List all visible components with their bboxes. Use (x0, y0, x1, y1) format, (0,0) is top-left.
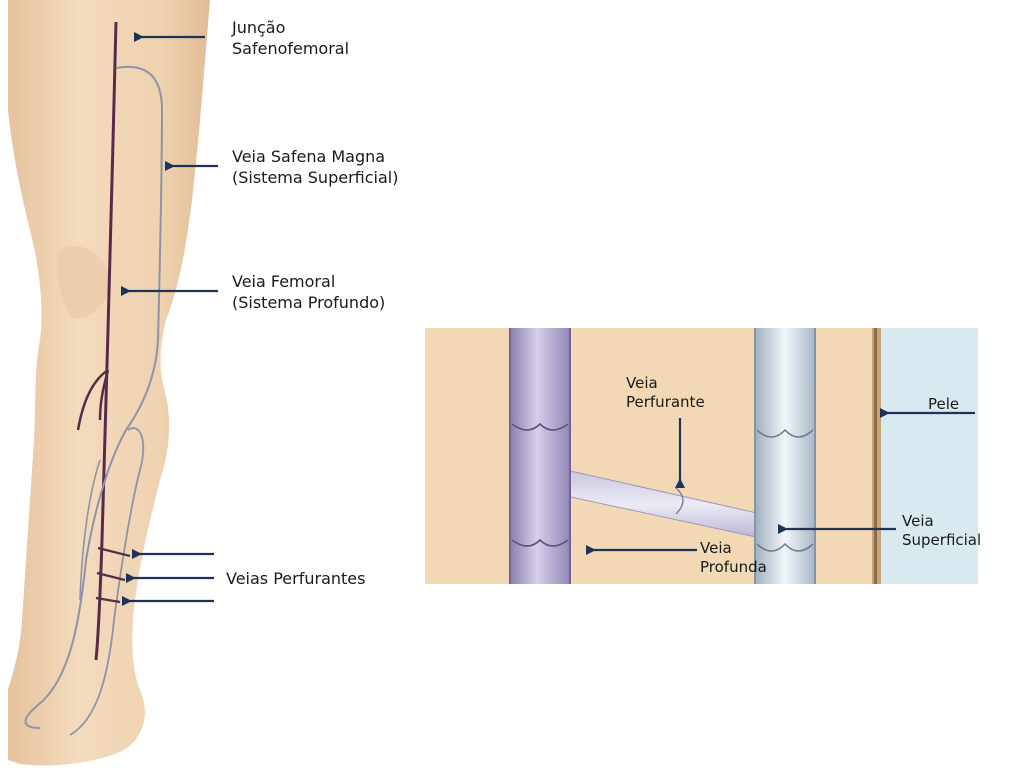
label-veia-profunda: Veia Profunda (700, 539, 767, 577)
label-veia-perfurante: Veia Perfurante (626, 374, 705, 412)
label-veia-profunda-line2: Profunda (700, 558, 767, 577)
label-juncao-safenofemoral: Junção Safenofemoral (232, 17, 349, 59)
label-veia-superficial-line2: Superficial (902, 531, 981, 550)
leg-illustration (8, 0, 210, 766)
label-veia-superficial-line1: Veia (902, 512, 981, 531)
deep-vein-vessel (510, 328, 570, 584)
label-femoral-line2: (Sistema Profundo) (232, 292, 385, 313)
label-veias-perfurantes: Veias Perfurantes (226, 568, 365, 589)
label-veia-profunda-line1: Veia (700, 539, 767, 558)
label-perfurantes-text: Veias Perfurantes (226, 568, 365, 589)
label-safena-line2: (Sistema Superficial) (232, 167, 398, 188)
label-veia-perfurante-line2: Perfurante (626, 393, 705, 412)
label-veia-perfurante-line1: Veia (626, 374, 705, 393)
label-pele: Pele (928, 395, 959, 414)
label-veia-superficial: Veia Superficial (902, 512, 981, 550)
label-juncao-line2: Safenofemoral (232, 38, 349, 59)
leg-silhouette (8, 0, 210, 766)
label-juncao-line1: Junção (232, 17, 349, 38)
label-veia-femoral: Veia Femoral (Sistema Profundo) (232, 271, 385, 313)
label-pele-text: Pele (928, 395, 959, 414)
label-safena-line1: Veia Safena Magna (232, 146, 398, 167)
label-veia-safena-magna: Veia Safena Magna (Sistema Superficial) (232, 146, 398, 188)
label-femoral-line1: Veia Femoral (232, 271, 385, 292)
skin-edge-highlight (874, 328, 877, 584)
